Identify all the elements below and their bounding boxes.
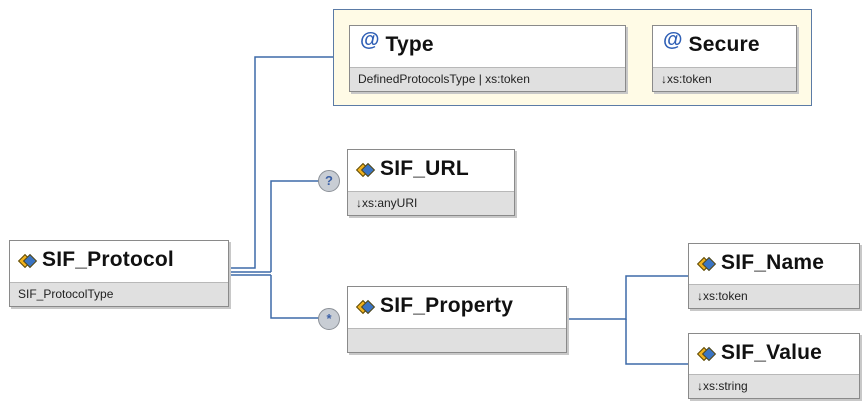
- element-name: SIF_Property: [380, 294, 514, 317]
- element-name: SIF_URL: [380, 157, 469, 180]
- element-sif-name[interactable]: SIF_Name ↓xs:token: [688, 243, 860, 309]
- attribute-icon: @: [360, 28, 380, 51]
- connector-property-name: [567, 275, 688, 320]
- element-sif-url[interactable]: SIF_URL ↓xs:anyURI: [347, 149, 515, 216]
- connector-sif-property: [270, 275, 320, 319]
- element-icon: [355, 162, 376, 178]
- element-name: SIF_Protocol: [42, 248, 174, 271]
- connector-sif-url: [270, 180, 320, 272]
- element-type-label: [348, 328, 566, 352]
- element-type-label: ↓xs:token: [689, 284, 859, 308]
- connector-property-value: [625, 319, 688, 365]
- element-icon: [17, 253, 38, 269]
- repeating-occurrence-badge: *: [318, 308, 340, 330]
- element-sif-property[interactable]: SIF_Property: [347, 286, 567, 353]
- optional-occurrence-badge: ?: [318, 170, 340, 192]
- attribute-icon: @: [663, 28, 683, 51]
- element-type-label: ↓xs:anyURI: [348, 191, 514, 215]
- element-type-label: ↓xs:string: [689, 374, 859, 398]
- attribute-type-label: ↓xs:token: [653, 67, 796, 91]
- attribute-secure[interactable]: @ Secure ↓xs:token: [652, 25, 797, 92]
- element-type-label: SIF_ProtocolType: [10, 282, 228, 306]
- element-name: SIF_Value: [721, 341, 823, 364]
- element-sif-protocol[interactable]: SIF_Protocol SIF_ProtocolType: [9, 240, 229, 307]
- element-icon: [696, 256, 717, 272]
- attribute-type[interactable]: @ Type DefinedProtocolsType | xs:token: [349, 25, 626, 92]
- element-icon: [696, 346, 717, 362]
- connector-root-attributes: [229, 56, 333, 269]
- element-icon: [355, 299, 376, 315]
- element-name: SIF_Name: [721, 251, 825, 274]
- element-sif-value[interactable]: SIF_Value ↓xs:string: [688, 333, 860, 399]
- attribute-name: Type: [385, 33, 434, 56]
- attribute-name: Secure: [688, 33, 760, 56]
- attribute-type-label: DefinedProtocolsType | xs:token: [350, 67, 625, 91]
